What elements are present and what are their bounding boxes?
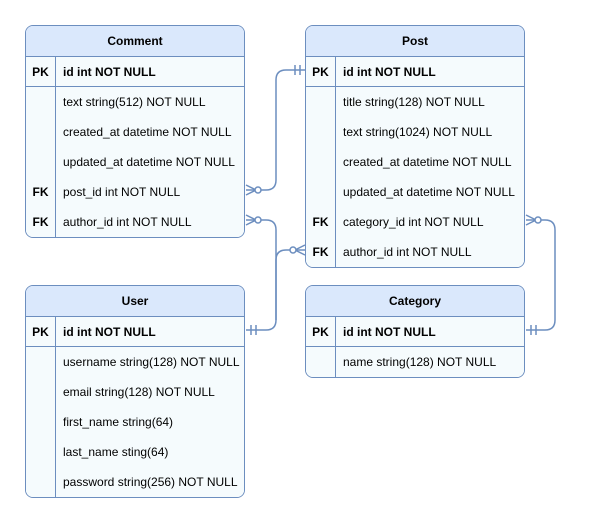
entity-category[interactable]: Category PK id int NOT NULL name string(… bbox=[305, 285, 525, 378]
key-label: PK bbox=[306, 317, 336, 347]
table-row[interactable]: created_at datetime NOT NULL bbox=[306, 147, 524, 177]
key-label bbox=[26, 117, 56, 147]
field-label: updated_at datetime NOT NULL bbox=[63, 155, 235, 169]
field-label: author_id int NOT NULL bbox=[63, 215, 192, 229]
key-label bbox=[26, 377, 56, 407]
table-row[interactable]: PK id int NOT NULL bbox=[26, 57, 244, 87]
table-row[interactable]: name string(128) NOT NULL bbox=[306, 347, 524, 377]
table-row[interactable]: email string(128) NOT NULL bbox=[26, 377, 244, 407]
key-label bbox=[306, 87, 336, 117]
table-row[interactable]: PK id int NOT NULL bbox=[26, 317, 244, 347]
field-label: id int NOT NULL bbox=[63, 65, 156, 79]
field-label: text string(1024) NOT NULL bbox=[343, 125, 493, 139]
entity-user[interactable]: User PK id int NOT NULL username string(… bbox=[25, 285, 245, 498]
field-label: email string(128) NOT NULL bbox=[63, 385, 215, 399]
field-label: password string(256) NOT NULL bbox=[63, 475, 238, 489]
field-label: id int NOT NULL bbox=[343, 65, 436, 79]
table-row[interactable]: text string(1024) NOT NULL bbox=[306, 117, 524, 147]
key-label: FK bbox=[306, 237, 336, 267]
table-row[interactable]: FK author_id int NOT NULL bbox=[26, 207, 244, 237]
entity-title: Post bbox=[306, 26, 524, 57]
field-label: post_id int NOT NULL bbox=[63, 185, 181, 199]
key-label bbox=[26, 147, 56, 177]
field-label: title string(128) NOT NULL bbox=[343, 95, 485, 109]
key-label bbox=[306, 117, 336, 147]
field-label: first_name string(64) bbox=[63, 415, 174, 429]
key-label bbox=[26, 437, 56, 467]
table-row[interactable]: FK author_id int NOT NULL bbox=[306, 237, 524, 267]
entity-title: User bbox=[26, 286, 244, 317]
table-row[interactable]: last_name sting(64) bbox=[26, 437, 244, 467]
connector-comment-user bbox=[245, 214, 277, 335]
entity-title: Category bbox=[306, 286, 524, 317]
table-row[interactable]: updated_at datetime NOT NULL bbox=[306, 177, 524, 207]
field-label: id int NOT NULL bbox=[343, 325, 436, 339]
table-row[interactable]: FK post_id int NOT NULL bbox=[26, 177, 244, 207]
field-label: created_at datetime NOT NULL bbox=[343, 155, 512, 169]
key-label: FK bbox=[26, 207, 56, 237]
table-row[interactable]: FK category_id int NOT NULL bbox=[306, 207, 524, 237]
field-label: name string(128) NOT NULL bbox=[343, 355, 497, 369]
table-row[interactable]: created_at datetime NOT NULL bbox=[26, 117, 244, 147]
connector-post-user bbox=[275, 244, 306, 320]
field-label: username string(128) NOT NULL bbox=[63, 355, 240, 369]
table-row[interactable]: first_name string(64) bbox=[26, 407, 244, 437]
table-row[interactable]: PK id int NOT NULL bbox=[306, 57, 524, 87]
key-label bbox=[306, 347, 336, 377]
table-row[interactable]: password string(256) NOT NULL bbox=[26, 467, 244, 497]
key-label: PK bbox=[26, 57, 56, 87]
entity-post[interactable]: Post PK id int NOT NULL title string(128… bbox=[305, 25, 525, 268]
key-label: FK bbox=[306, 207, 336, 237]
connector-post-category bbox=[525, 214, 556, 335]
key-label bbox=[26, 87, 56, 117]
field-label: author_id int NOT NULL bbox=[343, 245, 472, 259]
field-label: text string(512) NOT NULL bbox=[63, 95, 206, 109]
table-row[interactable]: PK id int NOT NULL bbox=[306, 317, 524, 347]
table-row[interactable]: username string(128) NOT NULL bbox=[26, 347, 244, 377]
table-row[interactable]: updated_at datetime NOT NULL bbox=[26, 147, 244, 177]
field-label: last_name sting(64) bbox=[63, 445, 169, 459]
field-label: category_id int NOT NULL bbox=[343, 215, 484, 229]
entity-title: Comment bbox=[26, 26, 244, 57]
key-label bbox=[26, 467, 56, 497]
entity-comment[interactable]: Comment PK id int NOT NULL text string(5… bbox=[25, 25, 245, 238]
key-label bbox=[26, 407, 56, 437]
field-label: created_at datetime NOT NULL bbox=[63, 125, 232, 139]
key-label bbox=[26, 347, 56, 377]
table-row[interactable]: text string(512) NOT NULL bbox=[26, 87, 244, 117]
key-label: FK bbox=[26, 177, 56, 207]
field-label: id int NOT NULL bbox=[63, 325, 156, 339]
key-label: PK bbox=[306, 57, 336, 87]
connector-comment-post bbox=[245, 65, 305, 196]
key-label bbox=[306, 177, 336, 207]
key-label: PK bbox=[26, 317, 56, 347]
field-label: updated_at datetime NOT NULL bbox=[343, 185, 515, 199]
table-row[interactable]: title string(128) NOT NULL bbox=[306, 87, 524, 117]
key-label bbox=[306, 147, 336, 177]
